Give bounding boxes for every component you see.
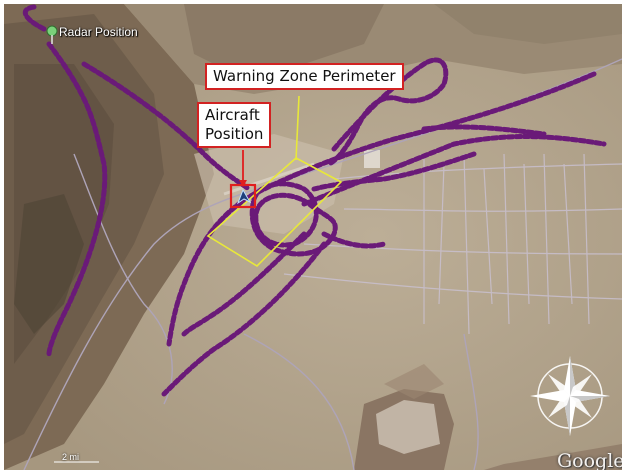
warning-zone-perimeter bbox=[206, 157, 343, 268]
road-network bbox=[283, 153, 622, 335]
radar-position-label: Radar Position bbox=[59, 25, 138, 39]
aircraft-pointer-arrow bbox=[239, 180, 247, 187]
aircraft-icon bbox=[236, 188, 252, 205]
warning-zone-callout: Warning Zone Perimeter bbox=[205, 63, 404, 90]
scale-label: 2 mi bbox=[62, 452, 80, 462]
aircraft-position-callout: Aircraft Position bbox=[197, 102, 272, 148]
map-attribution: Google bbox=[557, 450, 622, 470]
aircraft-callout-line1: Aircraft bbox=[205, 106, 260, 124]
warning-zone-callout-text: Warning Zone Perimeter bbox=[213, 67, 396, 85]
compass-rose-icon bbox=[530, 356, 610, 436]
aircraft-callout-line2: Position bbox=[205, 125, 264, 143]
map-view[interactable]: Radar Position Warning Zone Perimeter Ai… bbox=[4, 4, 622, 470]
warning-zone-pointer bbox=[295, 95, 300, 161]
radar-pin-icon bbox=[46, 25, 58, 44]
mountain-range-west bbox=[4, 4, 214, 470]
hills-south bbox=[354, 364, 622, 470]
aircraft-tracks bbox=[22, 4, 607, 397]
